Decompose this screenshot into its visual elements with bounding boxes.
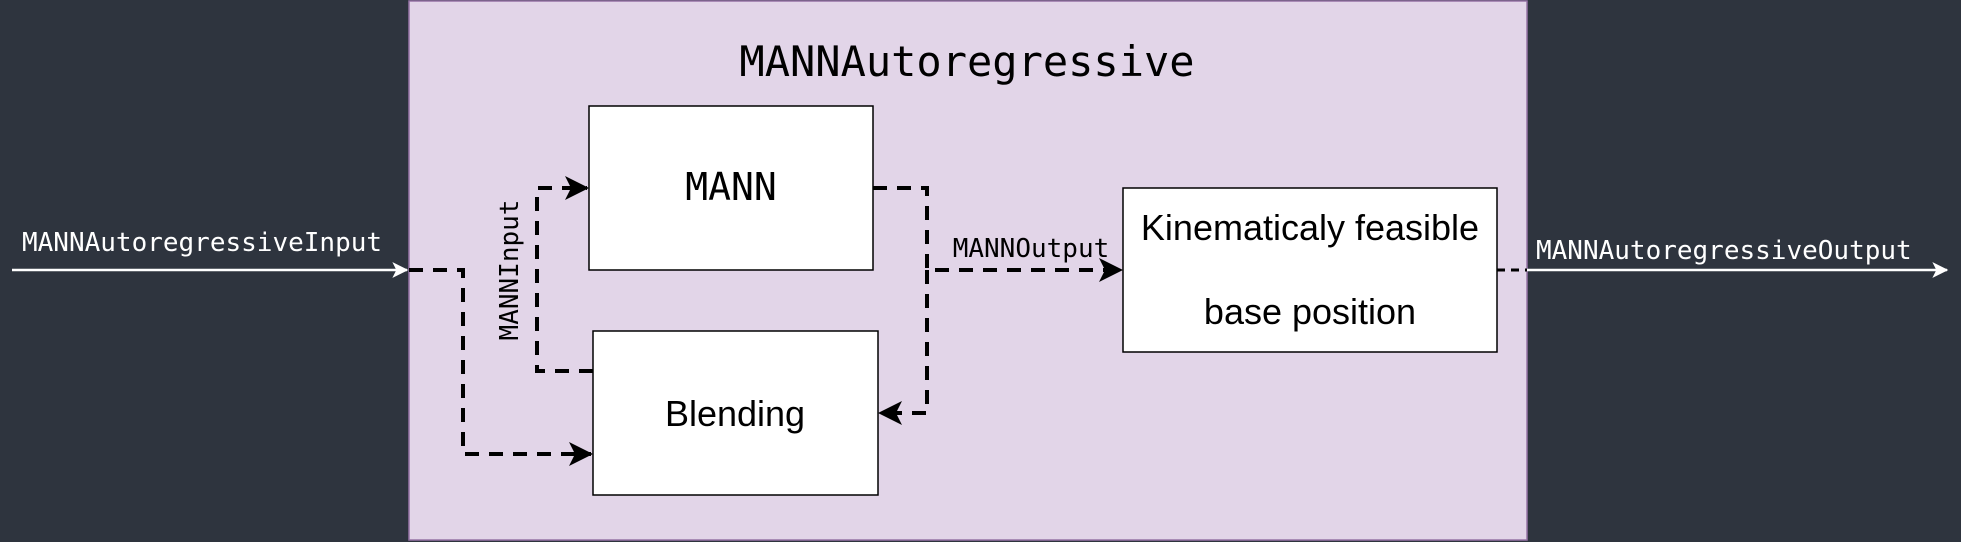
mann-block[interactable] bbox=[588, 105, 874, 271]
blending-to-mann-edge bbox=[535, 176, 593, 373]
kinematic-block-label-line1: Kinematicaly feasible bbox=[1141, 207, 1479, 248]
input-label: MANNAutoregressiveInput bbox=[22, 228, 382, 258]
output-label: MANNAutoregressiveOutput bbox=[1536, 236, 1912, 266]
blending-block-label: Blending bbox=[665, 393, 805, 434]
blending-block[interactable] bbox=[592, 330, 879, 496]
container-title: MANNAutoregressive bbox=[739, 37, 1194, 86]
mann-output-label: MANNOutput bbox=[953, 234, 1110, 264]
kinematic-block-label-line2: base position bbox=[1204, 291, 1416, 332]
mann-to-kinematic-edge bbox=[873, 186, 1123, 282]
input-to-blending-edge bbox=[409, 268, 593, 466]
mann-block-label: MANN bbox=[685, 165, 777, 209]
mann-input-label: MANNInput bbox=[495, 200, 525, 341]
mann-to-blending-feedback-edge bbox=[878, 270, 929, 425]
kinematic-block[interactable] bbox=[1122, 187, 1498, 353]
